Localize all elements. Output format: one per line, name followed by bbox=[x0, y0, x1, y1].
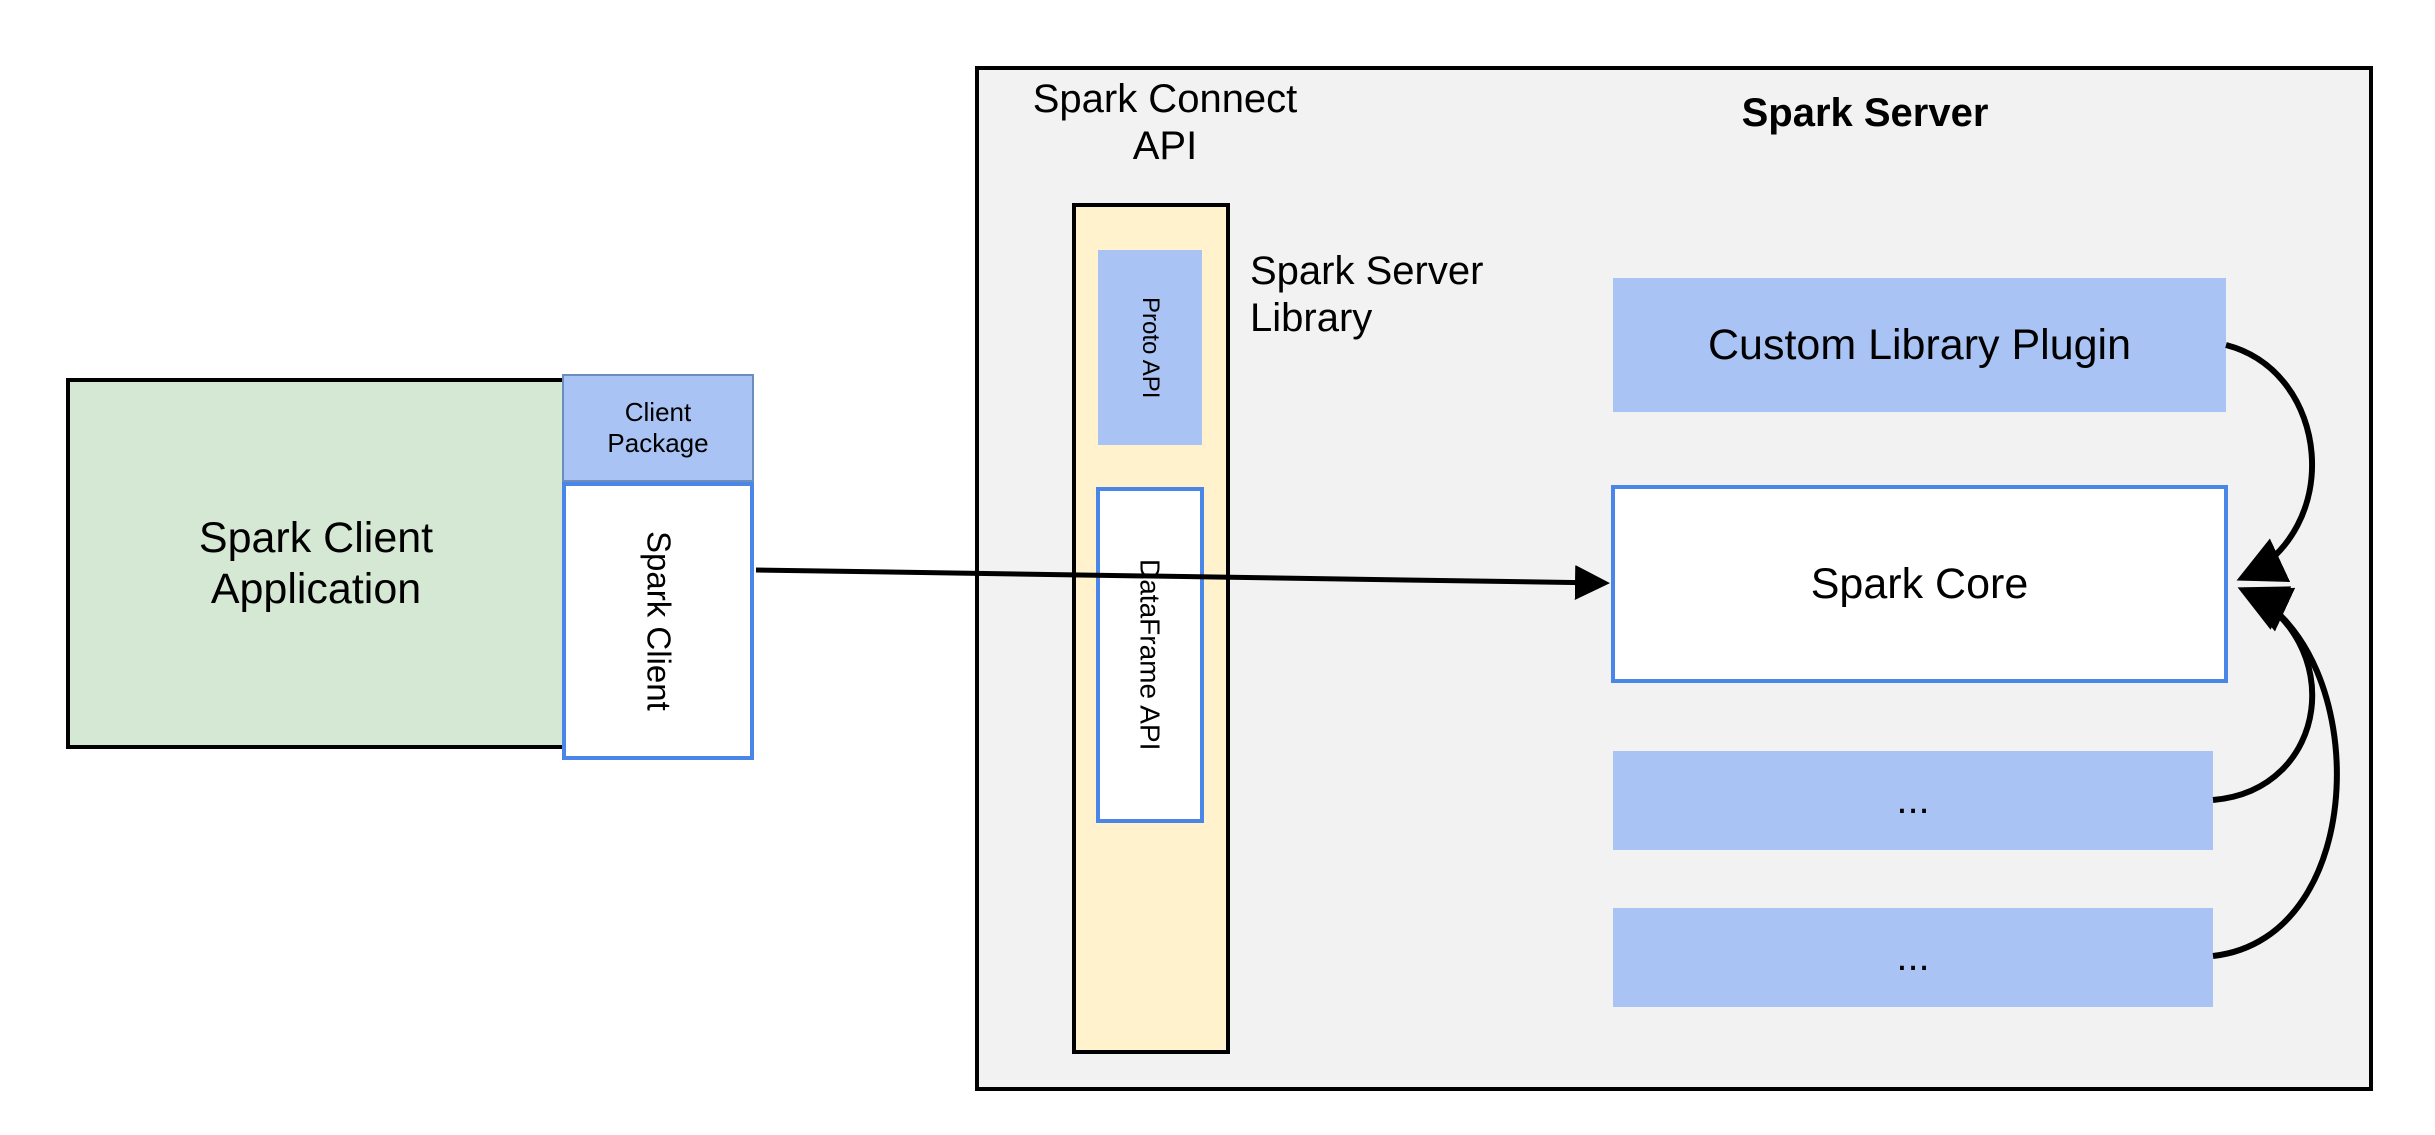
spark-client-box: Spark Client bbox=[562, 482, 754, 760]
placeholder-component-box-1: ... bbox=[1613, 751, 2213, 850]
spark-connect-api-label: Spark Connect API bbox=[1020, 68, 1310, 168]
proto-api-box: Proto API bbox=[1098, 250, 1202, 445]
spark-server-library-label: Spark Server Library bbox=[1250, 248, 1550, 348]
spark-server-title: Spark Server bbox=[1741, 91, 1989, 136]
spark-server-library-label-line1: Spark Server bbox=[1250, 249, 1484, 293]
spark-server-library-label-line2: Library bbox=[1250, 296, 1373, 341]
dataframe-api-box: DataFrame API bbox=[1096, 487, 1204, 823]
client-package-box: Client Package bbox=[562, 374, 754, 482]
custom-library-plugin-box: Custom Library Plugin bbox=[1613, 278, 2226, 412]
dataframe-api-label: DataFrame API bbox=[1134, 559, 1166, 751]
spark-connect-api-label-line2: API bbox=[1132, 124, 1198, 169]
client-package-label-line2: Package bbox=[607, 428, 709, 458]
spark-core-box: Spark Core bbox=[1611, 485, 2228, 683]
client-package-label-line1: Client bbox=[624, 397, 692, 428]
proto-api-label: Proto API bbox=[1137, 296, 1165, 399]
spark-client-application-box: Spark Client Application bbox=[66, 378, 566, 749]
spark-client-label: Spark Client bbox=[640, 531, 678, 711]
client-application-label-line1: Spark Client bbox=[198, 513, 434, 562]
client-application-label-line2: Application bbox=[210, 564, 422, 613]
spark-connect-api-label-line1: Spark Connect bbox=[1032, 77, 1298, 121]
placeholder-component-box-2: ... bbox=[1613, 908, 2213, 1007]
